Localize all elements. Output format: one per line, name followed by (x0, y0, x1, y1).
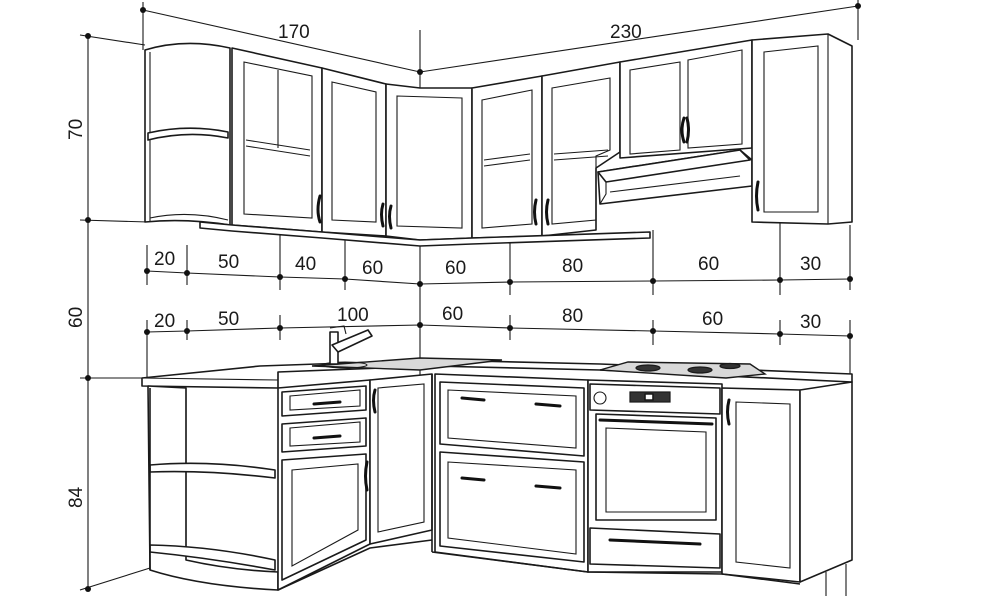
dim-base-6: 60 (702, 309, 723, 330)
dim-base-3: 100 (337, 305, 369, 326)
dim-upper-3: 40 (295, 254, 316, 275)
dim-upper-4: 60 (362, 258, 383, 279)
dim-upper-2: 50 (218, 252, 239, 273)
oven (587, 379, 723, 573)
dim-upper-6: 80 (562, 256, 583, 277)
dim-base-height: 84 (66, 486, 87, 508)
dim-upper-height: 70 (66, 119, 87, 140)
gas-hob (599, 361, 768, 379)
height-dimensions: 70 60 84 (66, 33, 151, 592)
dim-base-1: 20 (154, 311, 175, 332)
dim-right-wall: 230 (610, 22, 642, 43)
dim-gap-height: 60 (66, 307, 87, 328)
upper-cabinets (144, 33, 853, 247)
dim-upper-7: 60 (698, 254, 719, 275)
base-cabinets (147, 373, 853, 596)
dim-base-2: 50 (218, 309, 239, 330)
base-segment-dimensions: 20 50 100 60 80 60 30 (144, 304, 853, 378)
dim-upper-8: 30 (800, 254, 821, 275)
dim-upper-5: 60 (445, 258, 466, 279)
dim-left-wall: 170 (278, 22, 310, 43)
dim-base-7: 30 (800, 312, 821, 333)
dim-base-5: 80 (562, 306, 583, 327)
dim-base-4: 60 (442, 304, 463, 325)
upper-segment-dimensions: 20 50 40 60 60 80 60 30 (144, 220, 853, 295)
faucet-icon (329, 325, 373, 365)
countertop (141, 325, 853, 389)
dim-upper-1: 20 (154, 249, 175, 270)
